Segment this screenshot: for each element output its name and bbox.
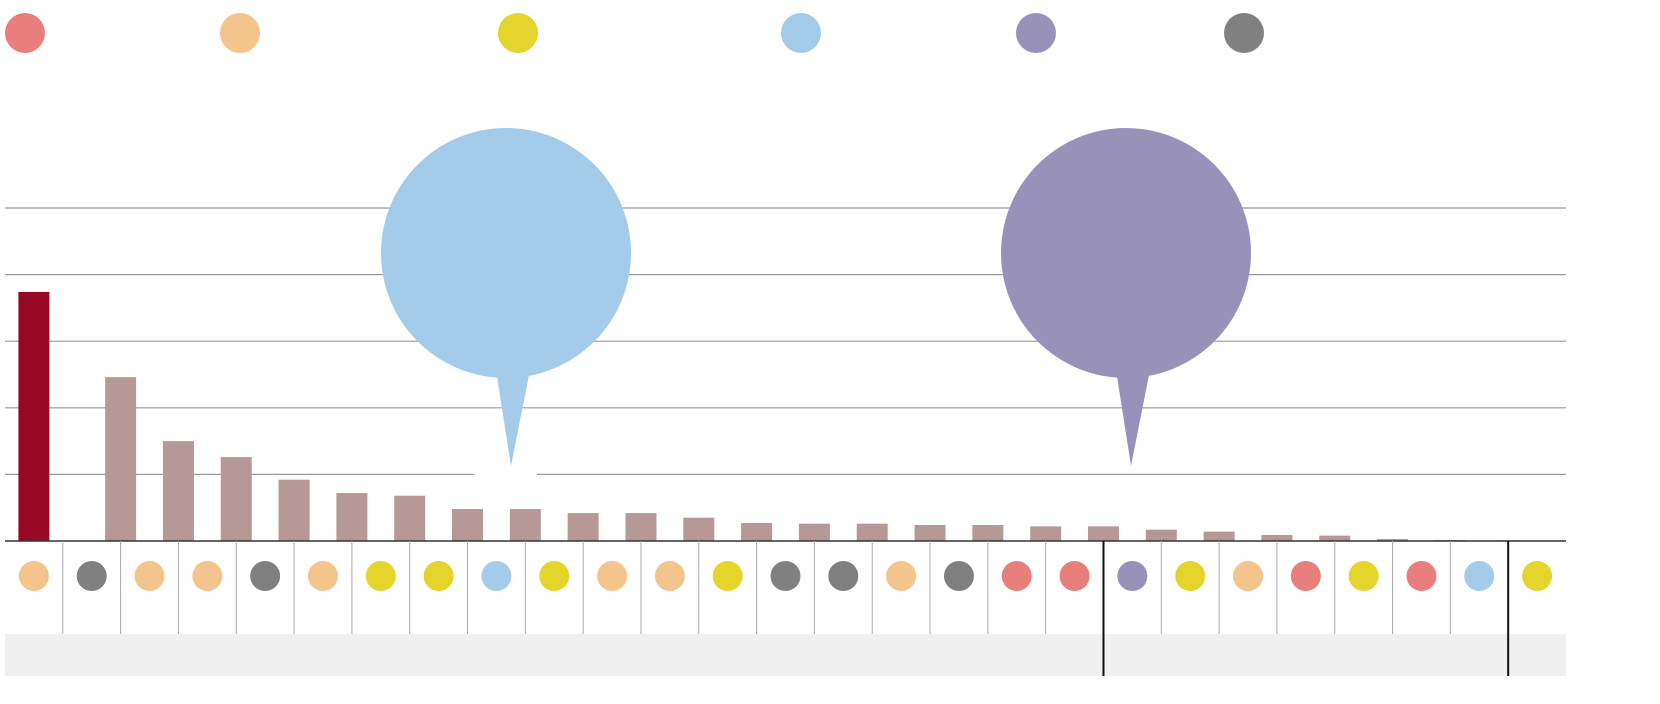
category-marker-10 xyxy=(597,561,628,591)
legend-marker-4 xyxy=(1016,13,1056,53)
bar-2 xyxy=(162,441,194,541)
bar-1 xyxy=(105,377,137,541)
bar-10 xyxy=(625,513,657,541)
category-marker-11 xyxy=(654,561,685,591)
bar-9 xyxy=(567,513,599,541)
callout-pointer-1 xyxy=(1116,370,1150,466)
bar-15 xyxy=(914,525,946,541)
bar-21 xyxy=(1261,535,1293,541)
category-marker-5 xyxy=(307,561,338,591)
category-marker-17 xyxy=(1001,561,1032,591)
category-band xyxy=(5,634,1566,676)
legend-marker-5 xyxy=(1224,13,1264,53)
bar-17 xyxy=(1030,526,1062,541)
category-marker-2 xyxy=(134,561,165,591)
category-marker-19 xyxy=(1117,561,1148,591)
callout-bubble-1 xyxy=(1001,128,1251,378)
category-marker-0 xyxy=(18,561,49,591)
bar-5 xyxy=(336,493,368,541)
bar-18 xyxy=(1087,526,1119,541)
legend-marker-3 xyxy=(781,13,821,53)
bar-16 xyxy=(972,525,1004,541)
category-marker-25 xyxy=(1464,561,1495,591)
category-marker-13 xyxy=(770,561,801,591)
category-marker-6 xyxy=(365,561,396,591)
bar-14 xyxy=(856,523,888,541)
category-marker-16 xyxy=(943,561,974,591)
bar-19 xyxy=(1145,529,1177,541)
bar-7 xyxy=(452,509,484,541)
bar-4 xyxy=(278,479,310,541)
bar-13 xyxy=(798,523,830,541)
category-marker-14 xyxy=(828,561,859,591)
category-marker-8 xyxy=(481,561,512,591)
category-marker-26 xyxy=(1522,561,1553,591)
category-marker-23 xyxy=(1348,561,1379,591)
bar-20 xyxy=(1203,531,1235,541)
category-marker-24 xyxy=(1406,561,1437,591)
callout-pointer-0 xyxy=(496,370,530,466)
bar-0 xyxy=(18,291,50,541)
category-marker-21 xyxy=(1233,561,1264,591)
callout-bubble-0 xyxy=(381,128,631,378)
category-marker-4 xyxy=(250,561,281,591)
bar-11 xyxy=(683,517,715,541)
bar-3 xyxy=(220,457,252,541)
bar-22 xyxy=(1319,535,1351,541)
category-marker-15 xyxy=(886,561,917,591)
bar-6 xyxy=(394,495,426,541)
category-marker-18 xyxy=(1059,561,1090,591)
category-marker-7 xyxy=(423,561,454,591)
bar-12 xyxy=(741,523,773,541)
bar-23 xyxy=(1377,539,1409,541)
category-marker-3 xyxy=(192,561,223,591)
legend-marker-0 xyxy=(5,13,45,53)
category-marker-12 xyxy=(712,561,743,591)
category-marker-9 xyxy=(539,561,570,591)
category-marker-20 xyxy=(1175,561,1206,591)
category-marker-1 xyxy=(76,561,107,591)
legend-marker-1 xyxy=(220,13,260,53)
legend-marker-2 xyxy=(498,13,538,53)
bar-8 xyxy=(509,509,541,541)
category-marker-22 xyxy=(1290,561,1321,591)
